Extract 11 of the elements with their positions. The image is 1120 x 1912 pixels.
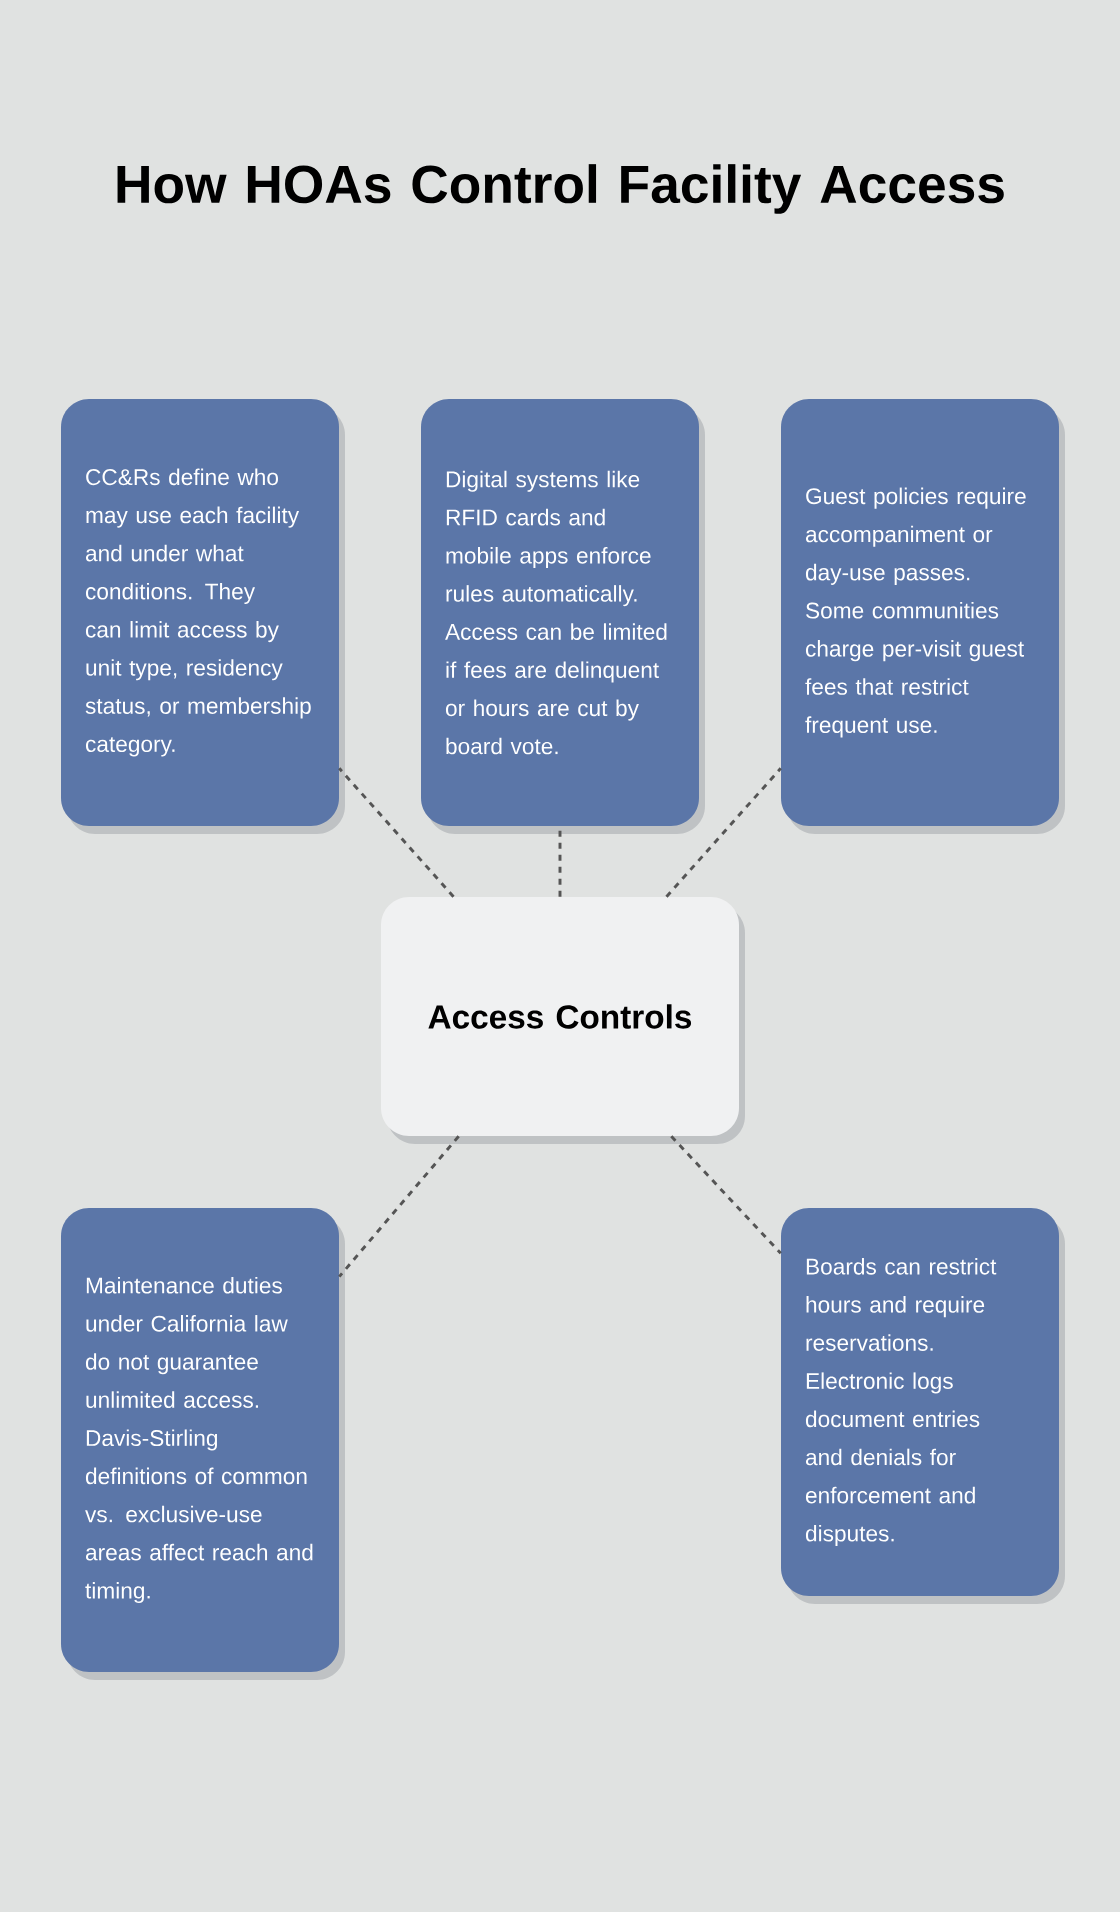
center-box: Access Controls xyxy=(381,897,739,1136)
title: How HOAs Control Facility Access xyxy=(117,164,1004,214)
connector-line xyxy=(670,1135,782,1255)
text-box: Guest policies require accompaniment or day-use passes. Some communities charge per-visit guest fees that restrict frequent use. xyxy=(781,399,1059,826)
text-box: Boards can restrict hours and require reservations. Electronic logs document entries and denials for enforcement and disputes. xyxy=(781,1208,1059,1596)
text-box: CC&Rs define who may use each facility and under what conditions. They can limit access by unit type, residency status, or membership category. xyxy=(61,399,339,826)
connector-line xyxy=(338,767,455,898)
text-box: Maintenance duties under California law do not guarantee unlimited access. Davis-Stirling definitions of common vs. exclusive-use areas affect reach and timing. xyxy=(61,1208,339,1672)
text-box: Digital systems like RFID cards and mobile apps enforce rules automatically. Access can be limited if fees are delinquent or hours are cut by board vote. xyxy=(421,399,699,826)
connector-line xyxy=(665,767,782,898)
connector-line xyxy=(338,1135,460,1278)
